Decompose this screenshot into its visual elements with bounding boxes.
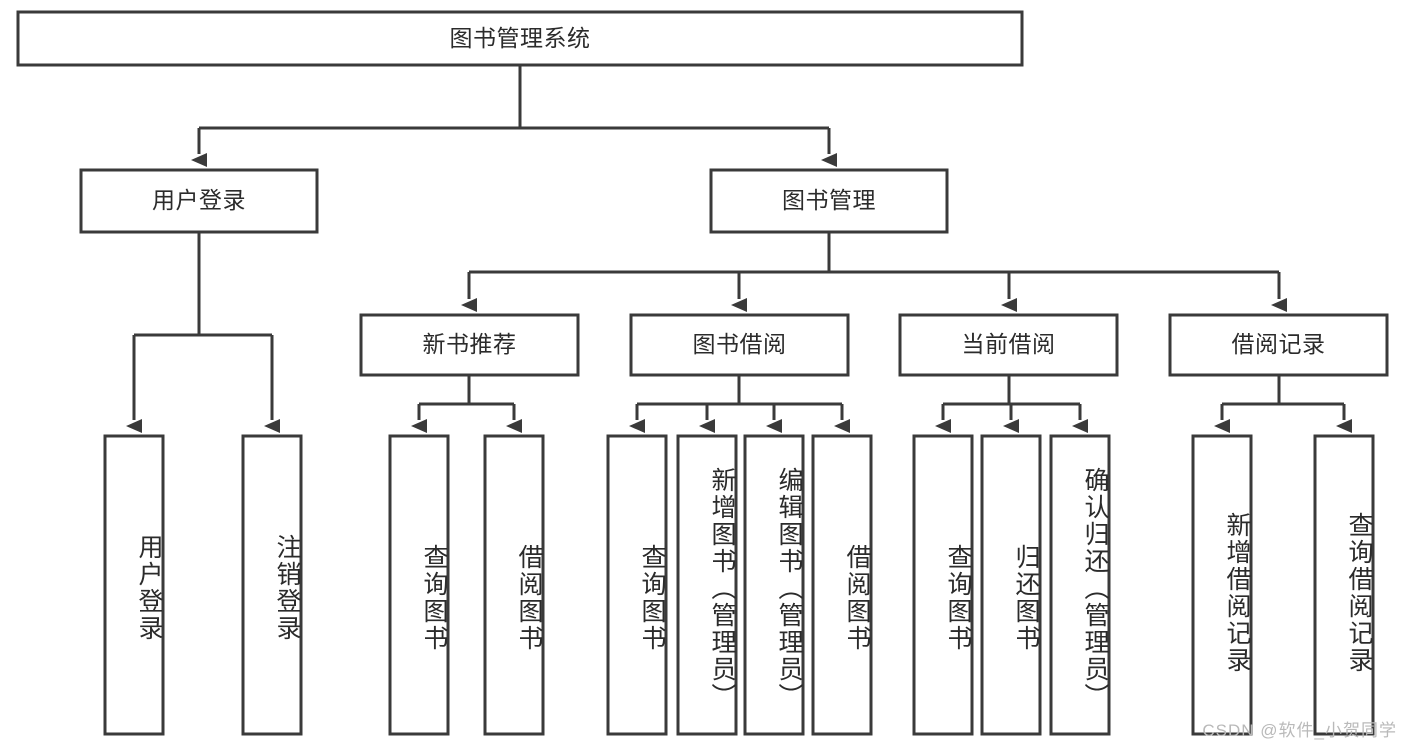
node-box-user-login[interactable]: [79, 168, 319, 234]
node-box-book-management[interactable]: [709, 168, 949, 234]
node-box-new-book-recommend[interactable]: [359, 313, 580, 377]
watermark-text: CSDN @软件_小贺同学: [1202, 721, 1397, 740]
node-box-book-borrow[interactable]: [629, 313, 850, 377]
node-box-leaf-query-book-borrow[interactable]: [606, 434, 668, 736]
node-box-leaf-confirm-return[interactable]: [1049, 434, 1111, 736]
node-box-current-borrow[interactable]: [898, 313, 1119, 377]
node-box-borrow-record[interactable]: [1168, 313, 1389, 377]
node-box-leaf-user-logout[interactable]: [241, 434, 303, 736]
node-box-leaf-query-book-new[interactable]: [388, 434, 450, 736]
node-box-leaf-add-book[interactable]: [676, 434, 738, 736]
node-box-leaf-edit-book[interactable]: [743, 434, 805, 736]
node-box-leaf-borrow-book[interactable]: [811, 434, 873, 736]
node-box-leaf-return-book[interactable]: [980, 434, 1042, 736]
node-box-root[interactable]: [16, 10, 1024, 67]
node-box-leaf-query-borrow-record[interactable]: [1313, 434, 1375, 736]
node-box-leaf-query-book-current[interactable]: [912, 434, 974, 736]
node-box-leaf-user-login[interactable]: [103, 434, 165, 736]
node-box-leaf-add-borrow-record[interactable]: [1191, 434, 1253, 736]
node-box-leaf-borrow-book-new[interactable]: [483, 434, 545, 736]
